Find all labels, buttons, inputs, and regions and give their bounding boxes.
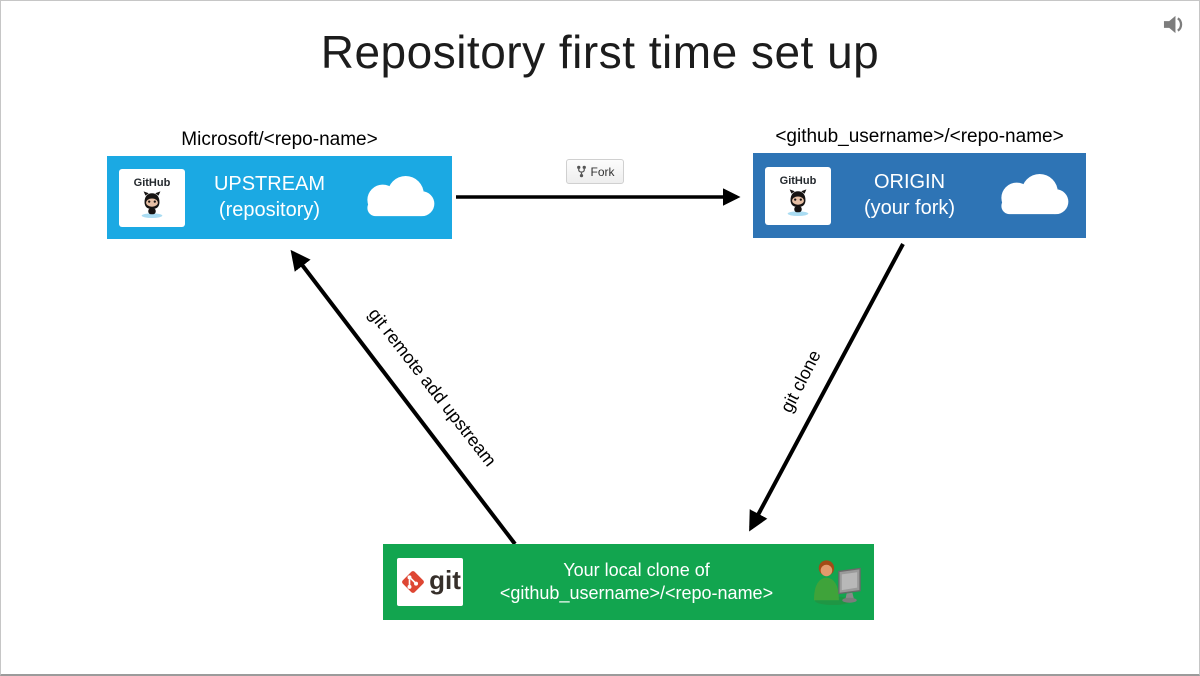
- git-logo-icon: [402, 571, 425, 593]
- upstream-title: UPSTREAM: [213, 172, 326, 195]
- person-at-computer-icon: [813, 560, 861, 606]
- fork-icon: [576, 165, 586, 178]
- fork-button-label: Fork: [590, 164, 615, 179]
- origin-repo-path-label: <github_username>/<repo-name>: [775, 126, 1064, 147]
- github-logo-text: GitHub: [133, 176, 171, 189]
- origin-subtitle: (your fork): [863, 196, 956, 219]
- git-logo-text: git: [429, 565, 461, 595]
- clone-arrow: [749, 243, 905, 532]
- local-clone-line2: <github_username>/<repo-name>: [499, 583, 774, 603]
- remote-add-edge-label: git remote add upstream: [364, 304, 501, 471]
- slide-title: Repository first time set up: [320, 26, 880, 78]
- origin-node-text: ORIGIN (your fork): [831, 170, 988, 221]
- fork-button[interactable]: Fork: [566, 159, 624, 184]
- github-logo-badge: GitHub: [765, 166, 831, 225]
- local-clone-text: Your local clone of <github_username>/<r…: [463, 559, 810, 605]
- remote-add-arrow: [290, 249, 517, 546]
- upstream-node: GitHub UPSTREAM (repository): [107, 156, 452, 239]
- octocat-icon: [141, 190, 163, 218]
- clone-edge-label: git clone: [776, 346, 825, 416]
- upstream-repo-path-label: Microsoft/<repo-name>: [181, 129, 378, 150]
- cloud-icon: [367, 175, 435, 216]
- cloud-icon: [1001, 173, 1069, 214]
- upstream-node-text: UPSTREAM (repository): [185, 172, 354, 223]
- local-clone-line1: Your local clone of: [563, 559, 710, 580]
- speaker-icon[interactable]: [1162, 13, 1187, 36]
- github-logo-text: GitHub: [779, 174, 817, 187]
- octocat-icon: [787, 188, 809, 216]
- local-clone-node: git Your local clone of <github_username…: [383, 544, 874, 620]
- origin-title: ORIGIN: [873, 170, 946, 193]
- origin-node: GitHub ORIGIN (your fork): [753, 153, 1086, 238]
- git-logo-badge: git: [397, 558, 463, 606]
- github-logo-badge: GitHub: [119, 168, 185, 227]
- upstream-subtitle: (repository): [218, 198, 321, 221]
